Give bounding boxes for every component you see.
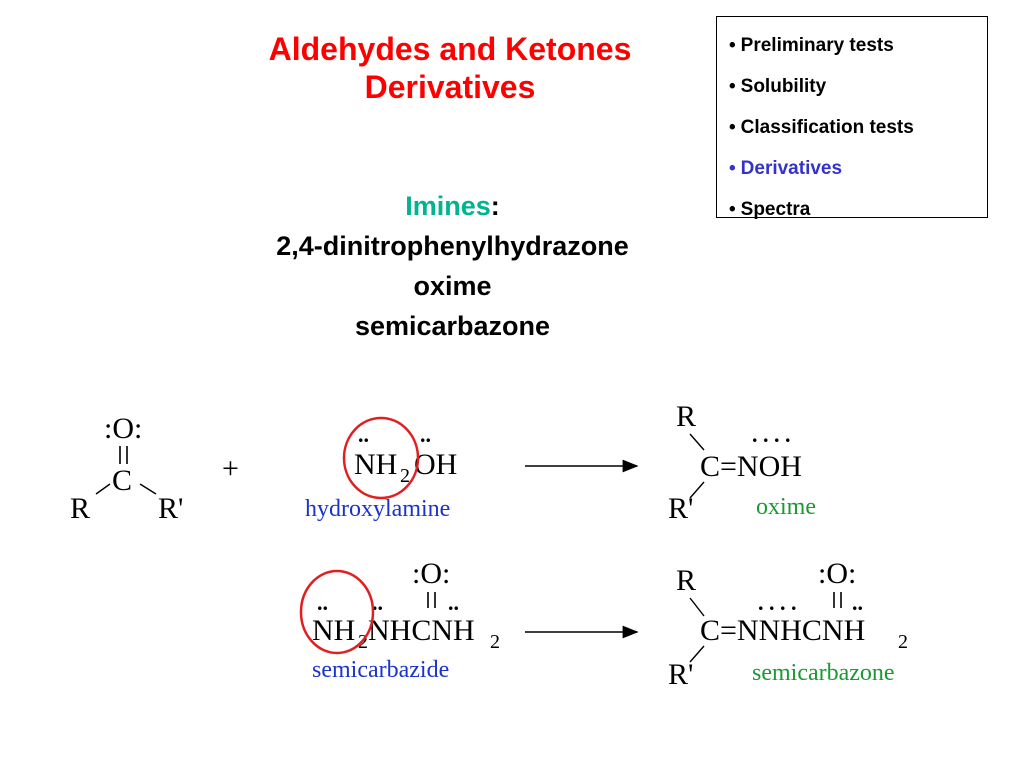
lone-pair-nh: .. bbox=[372, 590, 383, 615]
highlight-circle-nh2-semicarbazide bbox=[299, 569, 375, 655]
bullet: • bbox=[729, 199, 736, 220]
oxime-product: R . . . . C=NOH R' oxime bbox=[668, 400, 816, 525]
carbonyl-rprime: R' bbox=[158, 492, 183, 525]
outline-item-label: Derivatives bbox=[740, 158, 843, 179]
derivative-semicarbazone: semicarbazone bbox=[354, 311, 551, 341]
semicarbazone-product: :O: R . . . . .. C=NNHCNH 2 R' semicarba… bbox=[668, 557, 908, 691]
hydroxylamine-sub2: 2 bbox=[400, 465, 410, 487]
imines-colon: : bbox=[490, 191, 500, 221]
lone-pair-nh2: .. bbox=[317, 590, 328, 615]
imines-label: Imines bbox=[405, 191, 491, 221]
outline-item-derivatives: •Derivatives bbox=[729, 148, 977, 189]
oxime-label: oxime bbox=[756, 494, 816, 520]
semicarbazone-rprime: R' bbox=[668, 658, 693, 691]
semicarbazone-formula: C=NNHCNH bbox=[700, 614, 865, 647]
oxime-rprime: R' bbox=[668, 492, 693, 525]
lone-pair-nh-end: .. bbox=[448, 590, 459, 615]
title-line-1: Aldehydes and Ketones bbox=[268, 31, 632, 67]
carbonyl-compound: :O: C R R' bbox=[70, 412, 183, 525]
derivative-oxime: oxime bbox=[413, 271, 492, 301]
bond-semicarbazone-rprime bbox=[689, 645, 705, 663]
oxime-formula: C=NOH bbox=[700, 450, 802, 483]
bond-c-rprime bbox=[139, 483, 157, 495]
outline-item-label: Spectra bbox=[740, 199, 811, 220]
semicarbazone-lone-pairs: . . . . bbox=[758, 590, 797, 615]
outline-box: •Preliminary tests •Solubility •Classifi… bbox=[716, 16, 988, 220]
hydroxylamine-label: hydroxylamine bbox=[305, 496, 450, 522]
highlight-circle-nh2 bbox=[342, 416, 420, 500]
semicarbazide-sub2b: 2 bbox=[490, 631, 500, 653]
imines-heading: Imines: bbox=[195, 186, 710, 226]
bond-oxime-rprime bbox=[689, 481, 705, 499]
imines-list: Imines: 2,4-dinitrophenylhydrazone oxime… bbox=[195, 186, 710, 346]
bullet: • bbox=[729, 35, 736, 56]
semicarbazone-oxygen: :O: bbox=[818, 557, 856, 590]
lone-pair-o: .. bbox=[420, 422, 431, 447]
carbonyl-oxygen: :O: bbox=[104, 412, 142, 445]
outline-item-preliminary-tests: •Preliminary tests bbox=[729, 25, 977, 66]
semicarbazide-label: semicarbazide bbox=[312, 657, 449, 683]
semicarbazide-nh: NH bbox=[312, 614, 355, 647]
carbonyl-r: R bbox=[70, 492, 90, 525]
semicarbazone-sub2: 2 bbox=[898, 631, 908, 653]
bullet: • bbox=[729, 76, 736, 97]
outline-item-label: Solubility bbox=[740, 76, 827, 97]
derivative-dnph: 2,4-dinitrophenylhydrazone bbox=[276, 231, 629, 261]
hydroxylamine: .. .. NH 2 OH hydroxylamine bbox=[305, 416, 457, 522]
oxime-r: R bbox=[676, 400, 696, 433]
semicarbazone-label: semicarbazone bbox=[752, 660, 895, 686]
bond-semicarbazone-r bbox=[689, 597, 705, 617]
semicarbazide: :O: .. .. .. NH 2 NHCNH 2 semicarbazide bbox=[299, 557, 500, 683]
hydroxylamine-nh: NH bbox=[354, 448, 397, 481]
oxime-lone-pairs: . . . . bbox=[752, 422, 791, 447]
outline-list: •Preliminary tests •Solubility •Classifi… bbox=[729, 25, 977, 230]
plus-sign: + bbox=[222, 452, 239, 485]
bond-oxime-r bbox=[689, 433, 705, 451]
carbonyl-carbon: C bbox=[112, 464, 132, 497]
outline-item-classification-tests: •Classification tests bbox=[729, 107, 977, 148]
semicarbazide-oxygen: :O: bbox=[412, 557, 450, 590]
hydroxylamine-oh: OH bbox=[414, 448, 457, 481]
outline-item-label: Preliminary tests bbox=[740, 35, 894, 56]
outline-item-label: Classification tests bbox=[740, 117, 914, 138]
outline-item-spectra: •Spectra bbox=[729, 189, 977, 230]
bullet: • bbox=[729, 117, 736, 138]
semicarbazide-rest: NHCNH bbox=[368, 614, 475, 647]
title-line-2: Derivatives bbox=[364, 69, 536, 105]
bullet: • bbox=[729, 158, 736, 179]
outline-item-solubility: •Solubility bbox=[729, 66, 977, 107]
slide-title: Aldehydes and Ketones Derivatives bbox=[205, 30, 695, 106]
semicarbazone-lone-pair-end: .. bbox=[852, 590, 863, 615]
lone-pair-n: .. bbox=[358, 422, 369, 447]
semicarbazone-r: R bbox=[676, 564, 696, 597]
bond-c-r bbox=[95, 483, 111, 495]
